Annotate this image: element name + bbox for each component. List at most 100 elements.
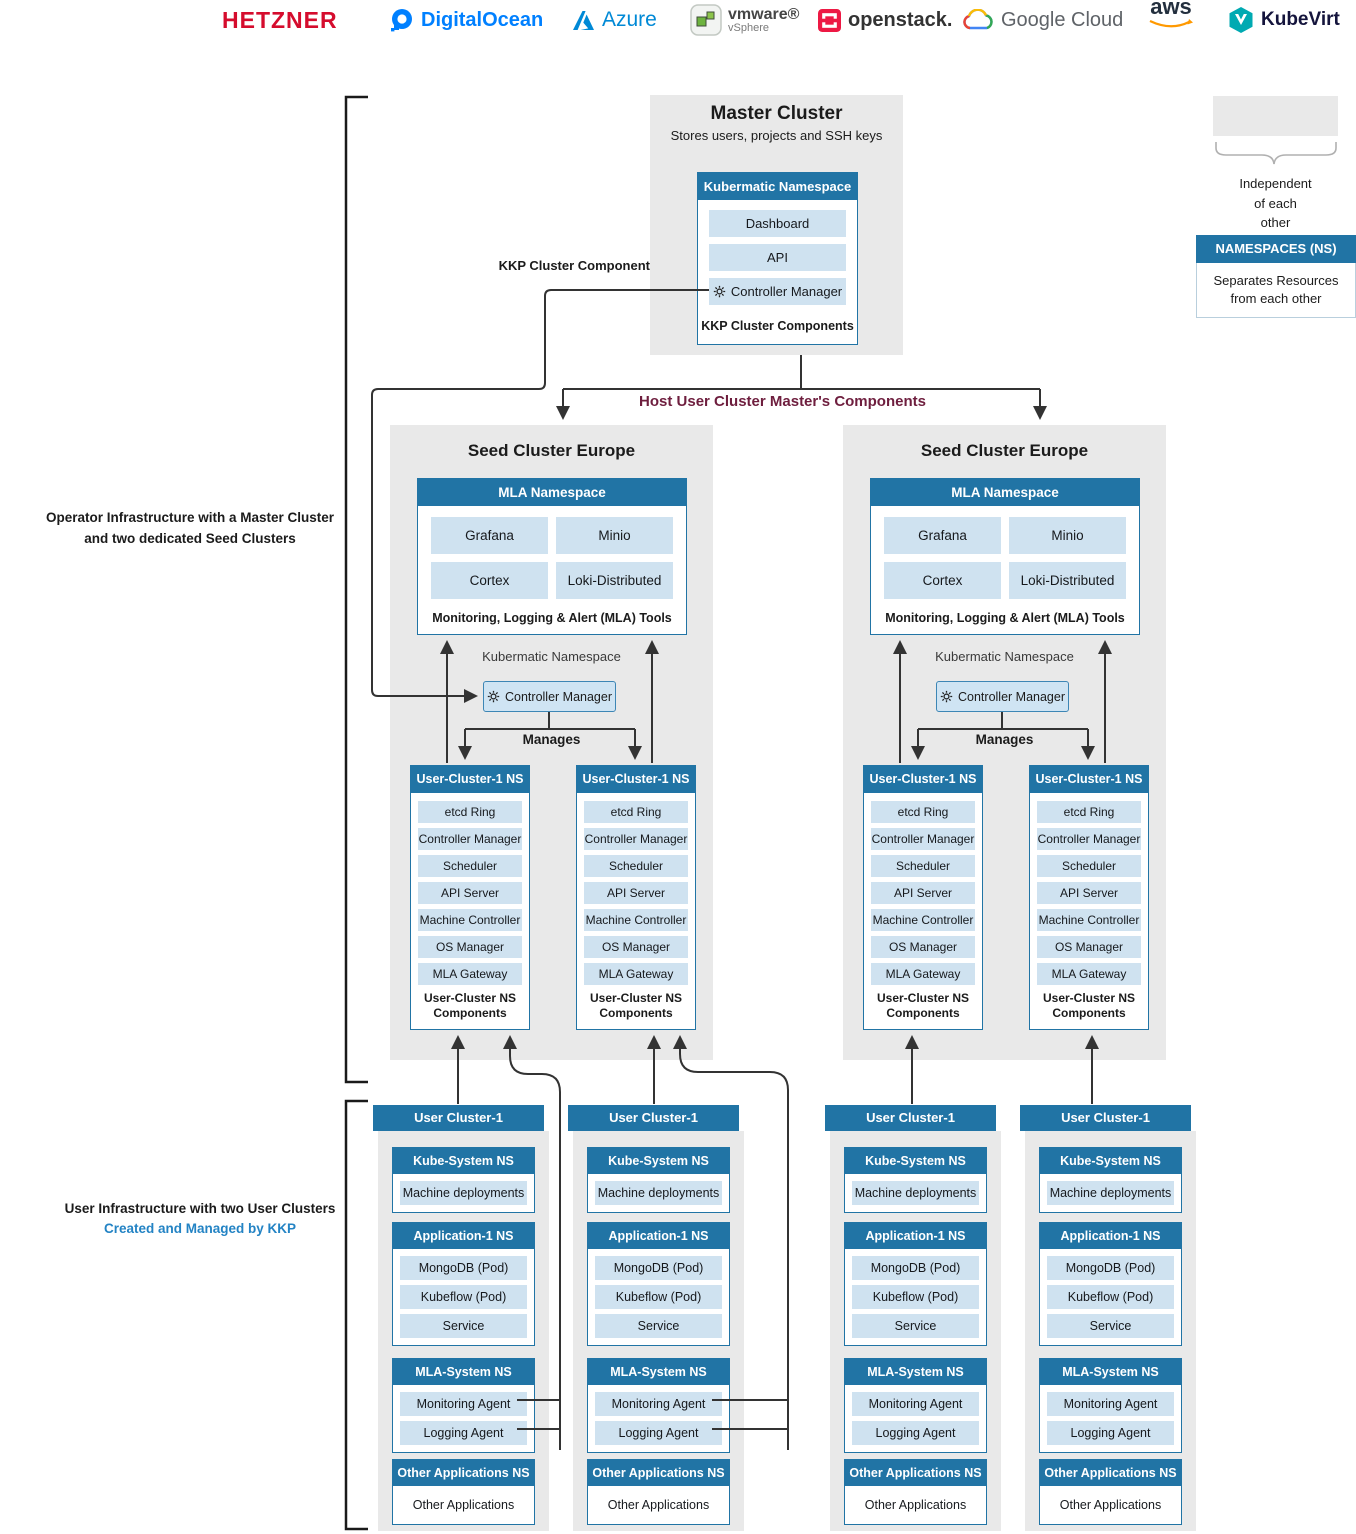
logging-agent-item: Logging Agent xyxy=(400,1421,527,1445)
legend-independent-line3: other xyxy=(1260,215,1291,230)
azure-logo-label: Azure xyxy=(602,8,657,31)
openstack-logo: openstack. xyxy=(818,0,952,40)
legend-independent-label: Independent of each other xyxy=(1205,174,1346,233)
seed-cluster-1: Seed Cluster Europe MLA Namespace Grafan… xyxy=(390,425,713,1060)
user-cluster-1-title: User Cluster-1 xyxy=(373,1105,544,1131)
ns-box-footer: User-Cluster NS Components xyxy=(876,991,970,1020)
other-applications-ns-section: Other Applications NS Other Applications xyxy=(844,1459,987,1525)
openstack-logo-label: openstack. xyxy=(848,8,953,31)
section-header: MLA-System NS xyxy=(1040,1359,1181,1385)
legend-independent-line2: of each xyxy=(1254,195,1297,211)
vsphere-logo-sublabel: vSphere xyxy=(728,21,769,34)
os-manager-item: OS Manager xyxy=(871,936,975,958)
application-1-ns-section: Application-1 NS MongoDB (Pod) Kubeflow … xyxy=(587,1222,730,1346)
os-manager-item: OS Manager xyxy=(584,936,688,958)
seed-1-mla-items: Grafana Minio Cortex Loki-Distributed xyxy=(431,517,673,599)
other-applications-ns-section: Other Applications NS Other Applications xyxy=(1039,1459,1182,1525)
mla-system-ns-section: MLA-System NS Monitoring Agent Logging A… xyxy=(587,1358,730,1453)
digitalocean-logo: DigitalOcean xyxy=(390,0,543,40)
kubevirt-icon xyxy=(1229,7,1253,33)
api-item: API xyxy=(709,244,846,271)
section-header: Other Applications NS xyxy=(1040,1460,1181,1486)
machine-deployments-item: Machine deployments xyxy=(595,1181,722,1205)
mla-gateway-item: MLA Gateway xyxy=(584,963,688,985)
minio-item: Minio xyxy=(556,517,673,554)
etcd-ring-item: etcd Ring xyxy=(418,801,522,823)
legend-namespaces-body: Separates Resources from each other xyxy=(1196,263,1356,319)
ns-box-items: etcd Ring Controller Manager Scheduler A… xyxy=(871,793,975,985)
user-cluster-2-title: User Cluster-1 xyxy=(568,1105,739,1131)
monitoring-agent-item: Monitoring Agent xyxy=(595,1392,722,1416)
kkp-cluster-components-label: KKP Cluster Components xyxy=(701,319,854,333)
kubermatic-namespace-box: Kubermatic Namespace Dashboard API Contr… xyxy=(697,172,858,345)
gear-icon xyxy=(940,690,953,703)
scheduler-item: Scheduler xyxy=(418,855,522,877)
machine-controller-item: Machine Controller xyxy=(871,909,975,931)
grafana-item: Grafana xyxy=(884,517,1001,554)
section-header: Kube-System NS xyxy=(845,1148,986,1174)
user-cluster-3-body: Kube-System NS Machine deployments Appli… xyxy=(830,1131,1001,1531)
section-header: Kube-System NS xyxy=(1040,1148,1181,1174)
user-section-bracket xyxy=(344,1099,368,1531)
seed-2-mla-footer: Monitoring, Logging & Alert (MLA) Tools xyxy=(885,611,1125,625)
hetzner-logo-label: HETZNER xyxy=(222,6,338,33)
section-header: Other Applications NS xyxy=(588,1460,729,1486)
user-cluster-3-title: User Cluster-1 xyxy=(825,1105,996,1131)
cortex-item: Cortex xyxy=(884,562,1001,599)
seed-2-controller-manager-label: Controller Manager xyxy=(958,689,1065,704)
user-cluster-3: User Cluster-1 Kube-System NS Machine de… xyxy=(825,1105,1001,1531)
master-cluster-subtitle: Stores users, projects and SSH keys xyxy=(670,128,883,143)
api-server-item: API Server xyxy=(871,882,975,904)
kubevirt-logo: KubeVirt xyxy=(1228,0,1340,40)
loki-distributed-item: Loki-Distributed xyxy=(1009,562,1126,599)
seed-cluster-2: Seed Cluster Europe MLA Namespace Grafan… xyxy=(843,425,1166,1060)
ns-box-header: User-Cluster-1 NS xyxy=(1030,766,1148,793)
ns-box-header: User-Cluster-1 NS xyxy=(411,766,529,793)
controller-manager-item: Controller Manager xyxy=(418,828,522,850)
mongodb-pod-item: MongoDB (Pod) xyxy=(595,1256,722,1280)
legend-namespaces-header: NAMESPACES (NS) xyxy=(1196,235,1356,263)
ns-box-header: User-Cluster-1 NS xyxy=(577,766,695,793)
machine-deployments-item: Machine deployments xyxy=(852,1181,979,1205)
legend-independent-line1: Independent xyxy=(1239,176,1312,191)
machine-deployments-item: Machine deployments xyxy=(400,1181,527,1205)
etcd-ring-item: etcd Ring xyxy=(584,801,688,823)
section-header: Application-1 NS xyxy=(393,1223,534,1249)
section-header: Application-1 NS xyxy=(1040,1223,1181,1249)
user-cluster-2: User Cluster-1 Kube-System NS Machine de… xyxy=(568,1105,744,1531)
section-header: Kube-System NS xyxy=(393,1148,534,1174)
digitalocean-logo-label: DigitalOcean xyxy=(421,8,544,31)
seed-1-mla-namespace-box: MLA Namespace Grafana Minio Cortex Loki-… xyxy=(417,478,687,635)
operator-section-bracket xyxy=(344,95,368,1084)
user-cluster-1: User Cluster-1 Kube-System NS Machine de… xyxy=(373,1105,549,1531)
other-applications-ns-section: Other Applications NS Other Applications xyxy=(587,1459,730,1525)
seed-2-controller-manager: Controller Manager xyxy=(936,681,1069,712)
monitoring-agent-item: Monitoring Agent xyxy=(1047,1392,1174,1416)
digitalocean-icon xyxy=(391,9,412,32)
kubermatic-namespace-header: Kubermatic Namespace xyxy=(698,173,857,200)
user-cluster-1-body: Kube-System NS Machine deployments Appli… xyxy=(378,1131,549,1531)
mla-system-ns-section: MLA-System NS Monitoring Agent Logging A… xyxy=(392,1358,535,1453)
master-cluster: Master Cluster Stores users, projects an… xyxy=(650,95,903,355)
mongodb-pod-item: MongoDB (Pod) xyxy=(400,1256,527,1280)
vmware-logo-label: vmware® xyxy=(728,5,800,23)
api-server-item: API Server xyxy=(1037,882,1141,904)
seed-1-user-cluster-ns-box-2: User-Cluster-1 NS etcd Ring Controller M… xyxy=(576,765,696,1030)
application-1-ns-section: Application-1 NS MongoDB (Pod) Kubeflow … xyxy=(392,1222,535,1346)
gear-icon xyxy=(487,690,500,703)
logging-agent-item: Logging Agent xyxy=(595,1421,722,1445)
machine-controller-item: Machine Controller xyxy=(584,909,688,931)
legend-namespace-swatch xyxy=(1213,96,1338,136)
seed-2-mla-header: MLA Namespace xyxy=(871,479,1139,506)
seed-2-mla-items: Grafana Minio Cortex Loki-Distributed xyxy=(884,517,1126,599)
operator-infrastructure-label: Operator Infrastructure with a Master Cl… xyxy=(40,508,340,550)
ns-box-items: etcd Ring Controller Manager Scheduler A… xyxy=(418,793,522,985)
kube-system-ns-section: Kube-System NS Machine deployments xyxy=(587,1147,730,1213)
user-infrastructure-line2: Created and Managed by KKP xyxy=(103,1220,297,1236)
kubermatic-namespace-items: Dashboard API Controller Manager xyxy=(709,200,846,305)
scheduler-item: Scheduler xyxy=(1037,855,1141,877)
kkp-cluster-component-label: KKP Cluster Component xyxy=(498,258,650,273)
etcd-ring-item: etcd Ring xyxy=(1037,801,1141,823)
openstack-icon xyxy=(818,8,841,32)
